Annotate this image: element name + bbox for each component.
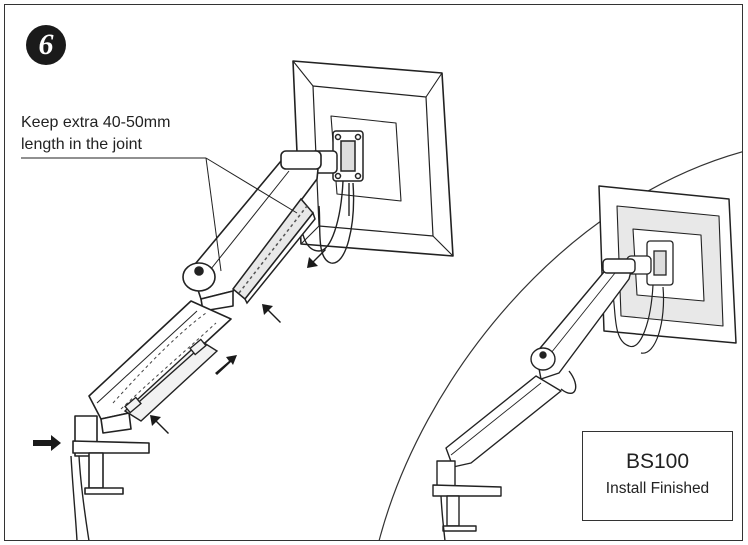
spring-cover-main xyxy=(231,197,316,305)
monitor-back-main xyxy=(292,60,454,257)
install-status: Install Finished xyxy=(605,480,710,497)
instruction-panel: 6 Keep extra 40-50mm length in the joint… xyxy=(4,4,743,541)
note-line-1: Keep extra 40-50mm xyxy=(21,114,171,131)
step-number: 6 xyxy=(38,28,54,61)
direction-arrow xyxy=(33,249,326,451)
model-name: BS100 xyxy=(625,450,690,473)
lower-arm-inset xyxy=(445,370,577,468)
note-line-2: length in the joint xyxy=(21,136,142,153)
cable-bundle-inset xyxy=(612,284,665,354)
lower-arm-main xyxy=(88,300,232,434)
upper-arm-main xyxy=(182,150,322,312)
inset-boundary-arc xyxy=(378,151,742,540)
desk-clamp-inset xyxy=(432,460,502,540)
lower-cover-main xyxy=(123,338,219,422)
desk-clamp-main xyxy=(70,415,150,540)
note-leader-lines xyxy=(21,157,298,272)
install-finished-box: BS100 Install Finished xyxy=(582,431,733,521)
cable-length-note: Keep extra 40-50mm length in the joint xyxy=(21,112,170,156)
step-number-badge: 6 xyxy=(26,25,66,65)
installation-illustration xyxy=(21,60,742,540)
upper-arm-inset xyxy=(530,258,636,380)
